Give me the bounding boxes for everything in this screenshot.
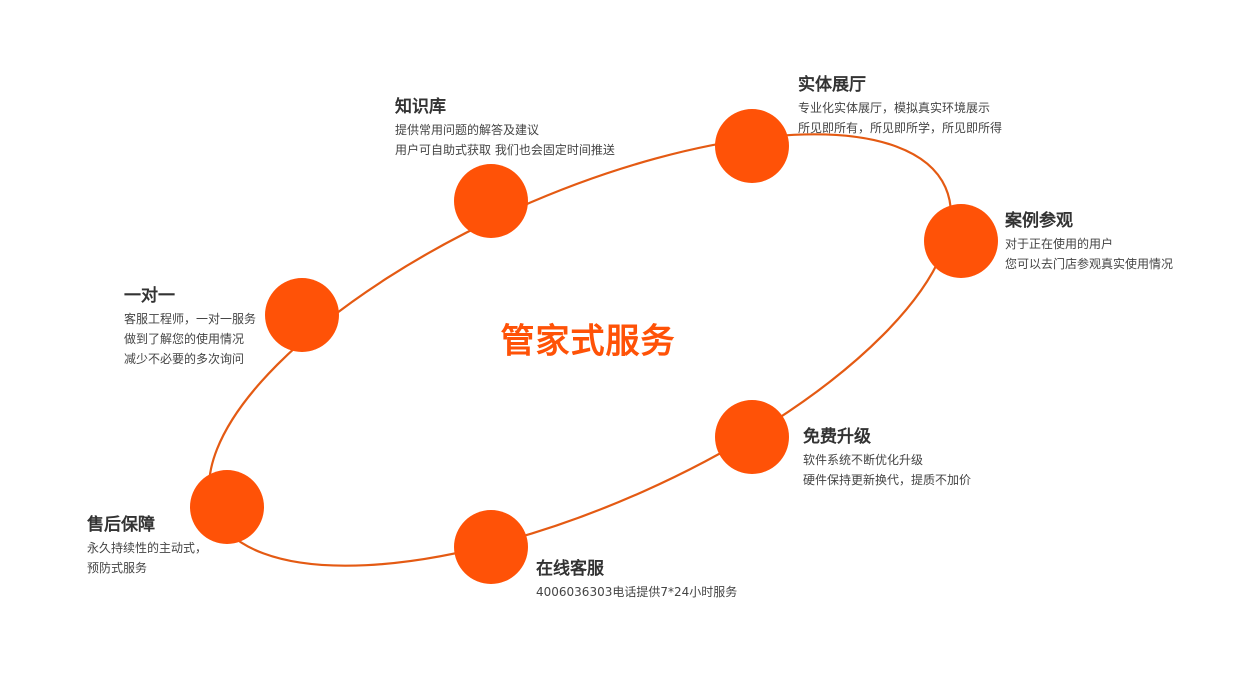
label-title: 一对一 <box>124 286 175 306</box>
label-line: 硬件保持更新换代，提质不加价 <box>803 473 972 487</box>
label-title: 售后保障 <box>87 515 155 535</box>
node-yiduiyi <box>265 278 339 352</box>
node-mianfei-shengji <box>715 400 789 474</box>
label-anli-canguan: 案例参观 对于正在使用的用户 您可以去门店参观真实使用情况 <box>1005 210 1173 274</box>
label-line: 做到了解您的使用情况 <box>124 332 245 346</box>
label-zaixian-kefu: 在线客服 4006036303电话提供7*24小时服务 <box>536 558 737 602</box>
label-line: 用户可自助式获取 我们也会固定时间推送 <box>395 143 615 157</box>
node-shiti-zhanting <box>715 109 789 183</box>
node-zaixian-kefu <box>454 510 528 584</box>
label-shiti-zhanting: 实体展厅 专业化实体展厅，模拟真实环境展示 所见即所有，所见即所学，所见即所得 <box>798 74 1002 138</box>
label-line: 专业化实体展厅，模拟真实环境展示 <box>798 101 991 115</box>
label-mianfei-shengji: 免费升级 软件系统不断优化升级 硬件保持更新换代，提质不加价 <box>803 426 971 490</box>
label-yiduiyi: 一对一 客服工程师，一对一服务 做到了解您的使用情况 减少不必要的多次询问 <box>124 285 256 369</box>
label-line: 您可以去门店参观真实使用情况 <box>1005 257 1174 271</box>
label-title: 案例参观 <box>1005 211 1073 231</box>
label-zhishiku: 知识库 提供常用问题的解答及建议 用户可自助式获取 我们也会固定时间推送 <box>395 96 615 160</box>
label-line: 永久持续性的主动式， <box>87 541 208 555</box>
label-title: 实体展厅 <box>798 75 866 95</box>
label-title: 知识库 <box>395 97 446 117</box>
label-line: 所见即所有，所见即所学，所见即所得 <box>798 121 1003 135</box>
label-line: 预防式服务 <box>87 561 148 575</box>
label-title: 在线客服 <box>536 559 604 579</box>
node-zhishiku <box>454 164 528 238</box>
node-shouhou-baozhang <box>190 470 264 544</box>
label-line: 减少不必要的多次询问 <box>124 352 245 366</box>
label-line: 4006036303电话提供7*24小时服务 <box>536 585 738 599</box>
label-line: 软件系统不断优化升级 <box>803 453 924 467</box>
center-title: 管家式服务 <box>500 321 676 362</box>
label-line: 提供常用问题的解答及建议 <box>395 123 540 137</box>
label-line: 对于正在使用的用户 <box>1005 237 1114 251</box>
node-anli-canguan <box>924 204 998 278</box>
label-title: 免费升级 <box>803 427 871 447</box>
label-shouhou-baozhang: 售后保障 永久持续性的主动式， 预防式服务 <box>87 514 207 578</box>
label-line: 客服工程师，一对一服务 <box>124 312 257 326</box>
